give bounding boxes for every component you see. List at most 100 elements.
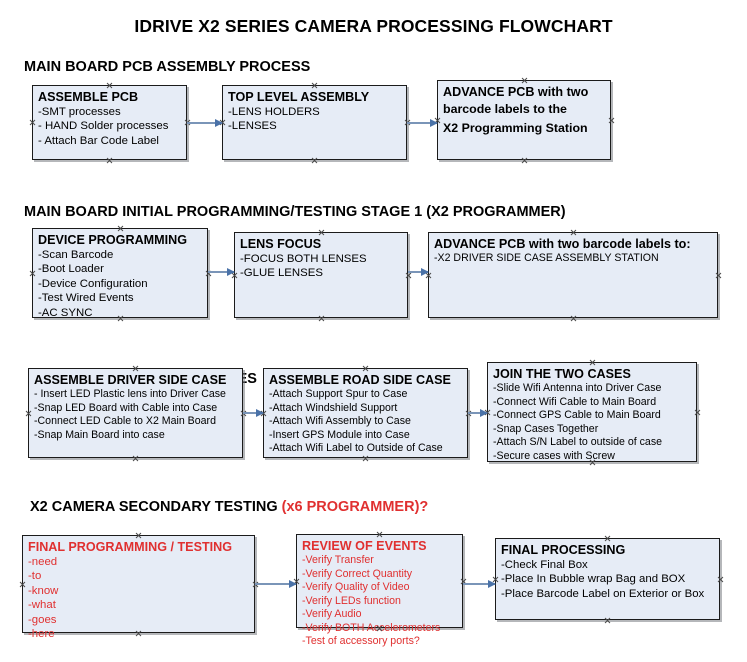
section-heading-accent: (x6 PROGRAMMER)? [281, 499, 429, 515]
process-box-line: - Attach Bar Code Label [38, 134, 159, 147]
process-box-line: -Connect Wifi Cable to Main Board [493, 395, 657, 408]
process-box-line: -LENSES [228, 120, 277, 133]
process-box-line: -Verify Audio [302, 608, 362, 620]
process-box-line: -Scan Barcode [38, 249, 114, 261]
process-box-line: -AC SYNC [38, 306, 93, 319]
process-box-line: -Snap Cases Together [493, 422, 599, 435]
process-box-line: X2 Programming Station [443, 121, 588, 135]
process-box-title: DEVICE PROGRAMMING [38, 233, 188, 247]
process-box-line: -Insert GPS Module into Case [269, 428, 410, 441]
process-box[interactable]: LENS FOCUS -FOCUS BOTH LENSES -GLUE LENSES [234, 232, 408, 318]
arrowhead-icon [421, 267, 429, 276]
process-box-line: -X2 DRIVER SIDE CASE ASSEMBLY STATION [434, 252, 659, 264]
process-box-line: -Verify Correct Quantity [302, 567, 413, 580]
process-box[interactable]: ASSEMBLE PCB-SMT processes- HAND Solder … [32, 85, 187, 160]
process-box-line: -Connect GPS Cable to Main Board [493, 409, 661, 421]
process-box-line: -Verify BOTH Accelerometers [302, 621, 441, 634]
process-box-line: - Insert LED Plastic lens into Driver Ca… [34, 388, 226, 400]
process-box[interactable]: DEVICE PROGRAMMING -Scan Barcode -Boot Loa… [32, 228, 208, 319]
arrowhead-icon [289, 579, 297, 588]
arrowhead-icon [480, 408, 488, 417]
process-box-title: ADVANCE PCB with two barcode labels to: [434, 237, 691, 251]
process-box-line: -Attach Wifi Label to Outside of Case [269, 442, 443, 454]
process-box-title: TOP LEVEL ASSEMBLY [228, 90, 370, 104]
process-box-title: JOIN THE TWO CASES [493, 367, 631, 381]
process-box-title: LENS FOCUS [240, 237, 322, 251]
process-box[interactable]: ADVANCE PCB with two barcode labels to:-… [428, 232, 718, 318]
process-box-content: LENS FOCUS -FOCUS BOTH LENSES -GLUE LENSES [235, 233, 407, 283]
flow-connector-arrow[interactable] [243, 408, 264, 417]
process-box-line: -Verify Quality of Video [302, 581, 410, 593]
process-box[interactable]: ASSEMBLE ROAD SIDE CASE-Attach Support S… [263, 368, 468, 458]
flow-connector-arrow[interactable] [408, 267, 429, 276]
process-box-title: FINAL PROCESSING [501, 543, 626, 557]
process-box[interactable]: REVIEW OF EVENTS-Verify Transfer-Verify … [296, 534, 463, 647]
process-box-content: FINAL PROGRAMMING / TESTING -need -to-know… [23, 536, 254, 643]
section-heading-text: MAIN BOARD INITIAL PROGRAMMING/TESTING S… [24, 204, 566, 220]
process-box-title: REVIEW OF EVENTS [302, 539, 427, 553]
process-box-title: FINAL PROGRAMMING / TESTING [28, 540, 233, 554]
process-box-line: -Verify LEDs function [302, 594, 401, 607]
process-box-line: -need [28, 556, 58, 568]
page-title: IDRIVE X2 SERIES CAMERA PROCESSING FLOWC… [134, 16, 613, 36]
process-box-line: -what [28, 599, 56, 612]
process-box-line: -Place In Bubble wrap Bag and BOX [501, 573, 686, 586]
process-box[interactable]: TOP LEVEL ASSEMBLY -LENS HOLDERS -LENSES [222, 85, 407, 160]
process-box-line: barcode labels to the [443, 102, 567, 116]
process-box-content: JOIN THE TWO CASES-Slide Wifi Antenna in… [488, 363, 696, 465]
arrowhead-icon [488, 579, 496, 588]
process-box-line: -Test of accessory ports? [302, 635, 420, 647]
flow-connector-arrow[interactable] [468, 408, 488, 417]
process-box-title: ASSEMBLE DRIVER SIDE CASE [34, 373, 227, 387]
section-heading: MAIN BOARD PCB ASSEMBLY PROCESS [24, 59, 310, 75]
process-box-line: -Device Configuration [38, 277, 148, 290]
section-heading-text: X2 CAMERA SECONDARY TESTING [30, 499, 282, 515]
process-box-line: -Test Wired Events [38, 292, 134, 305]
process-box-content: FINAL PROCESSING-Check Final Box-Place I… [496, 539, 719, 603]
process-box[interactable]: ADVANCE PCB with two barcode labels to th… [437, 80, 611, 160]
process-box-content: TOP LEVEL ASSEMBLY -LENS HOLDERS -LENSES [223, 86, 406, 136]
process-box-line: -Slide Wifi Antenna into Driver Case [493, 382, 662, 394]
process-box-content: ADVANCE PCB with two barcode labels to th… [438, 81, 610, 140]
process-box-line: -Verify Transfer [302, 554, 374, 566]
flow-connector-arrow[interactable] [208, 267, 235, 276]
flow-connector-arrow[interactable] [255, 579, 297, 588]
process-box-line: -Attach Windshield Support [269, 401, 398, 414]
process-box-content: ASSEMBLE PCB-SMT processes- HAND Solder … [33, 86, 186, 150]
flow-connector-arrow[interactable] [187, 118, 223, 127]
process-box-content: REVIEW OF EVENTS-Verify Transfer-Verify … [297, 535, 462, 651]
flow-connector-arrow[interactable] [463, 579, 496, 588]
arrowhead-icon [430, 118, 438, 127]
process-box[interactable]: ASSEMBLE DRIVER SIDE CASE- Insert LED Pl… [28, 368, 243, 458]
process-box-line: -LENS HOLDERS [228, 106, 320, 118]
process-box-line: -Attach Wifi Assembly to Case [269, 415, 411, 427]
process-box-line: -Place Barcode Label on Exterior or Box [501, 587, 705, 600]
process-box-line: -Snap LED Board with Cable into Case [34, 401, 218, 414]
process-box-line: - HAND Solder processes [38, 120, 169, 133]
process-box-line: -GLUE LENSES [240, 267, 323, 280]
section-heading: X2 CAMERA SECONDARY TESTING (x6 PROGRAMM… [30, 499, 428, 515]
section-heading: MAIN BOARD INITIAL PROGRAMMING/TESTING S… [24, 204, 566, 220]
process-box-content: ASSEMBLE DRIVER SIDE CASE- Insert LED Pl… [29, 369, 242, 444]
process-box-line: -SMT processes [38, 106, 121, 118]
process-box-content: ADVANCE PCB with two barcode labels to:-… [429, 233, 717, 268]
process-box-line: -here [28, 628, 55, 641]
arrowhead-icon [215, 118, 223, 127]
process-box-line: -Snap Main Board into case [34, 428, 165, 441]
process-box-line: -FOCUS BOTH LENSES [240, 253, 367, 265]
process-box-line: -know [28, 584, 59, 597]
arrowhead-icon [256, 408, 264, 417]
process-box[interactable]: FINAL PROGRAMMING / TESTING -need -to-know… [22, 535, 255, 640]
process-box-line: -Attach Support Spur to Case [269, 388, 408, 400]
process-box-title: ASSEMBLE ROAD SIDE CASE [269, 373, 451, 387]
process-box-title: ADVANCE PCB with two [443, 85, 589, 99]
process-box-line: -Boot Loader [38, 263, 104, 276]
process-box-line: -Secure cases with Screw [493, 449, 615, 462]
process-box[interactable]: JOIN THE TWO CASES-Slide Wifi Antenna in… [487, 362, 697, 462]
process-box-line: -to [28, 570, 42, 583]
arrowhead-icon [227, 267, 235, 276]
flow-connector-arrow[interactable] [407, 118, 438, 127]
section-heading-text: MAIN BOARD PCB ASSEMBLY PROCESS [24, 59, 311, 75]
process-box[interactable]: FINAL PROCESSING-Check Final Box-Place I… [495, 538, 720, 620]
